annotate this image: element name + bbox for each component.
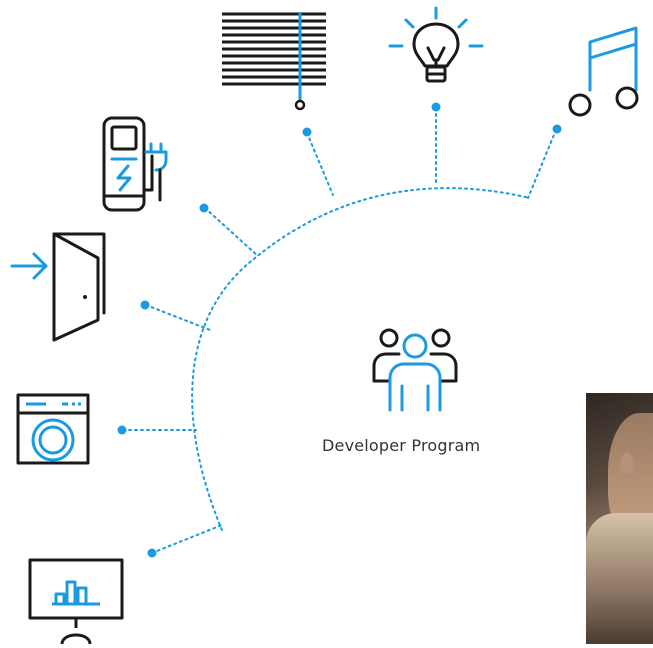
window-blinds-icon (222, 12, 326, 111)
connector-monitor (151, 524, 223, 554)
photo-ear (620, 453, 634, 475)
node-dot-monitor (147, 548, 157, 558)
connector-charger (204, 207, 259, 257)
music-note-icon (568, 26, 639, 117)
developer-program-label: Developer Program (322, 436, 481, 455)
photo-hair (586, 513, 653, 644)
node-dot-light (431, 102, 441, 112)
node-dot-music (552, 124, 562, 134)
connector-door (145, 304, 211, 331)
node-dot-blinds (302, 127, 312, 137)
connector-music (527, 129, 557, 199)
monitor-chart-icon (28, 558, 124, 645)
node-dot-washer (117, 425, 127, 435)
users-group-icon (372, 328, 458, 412)
ev-charger-icon (102, 116, 168, 212)
washing-machine-icon (16, 393, 90, 465)
connector-blinds (306, 132, 334, 196)
door-entry-icon (10, 232, 106, 342)
node-dot-charger (199, 203, 209, 213)
connector-arc (191, 187, 531, 531)
light-bulb-icon (388, 6, 484, 83)
person-photo (586, 393, 653, 644)
node-dot-door (140, 300, 150, 310)
